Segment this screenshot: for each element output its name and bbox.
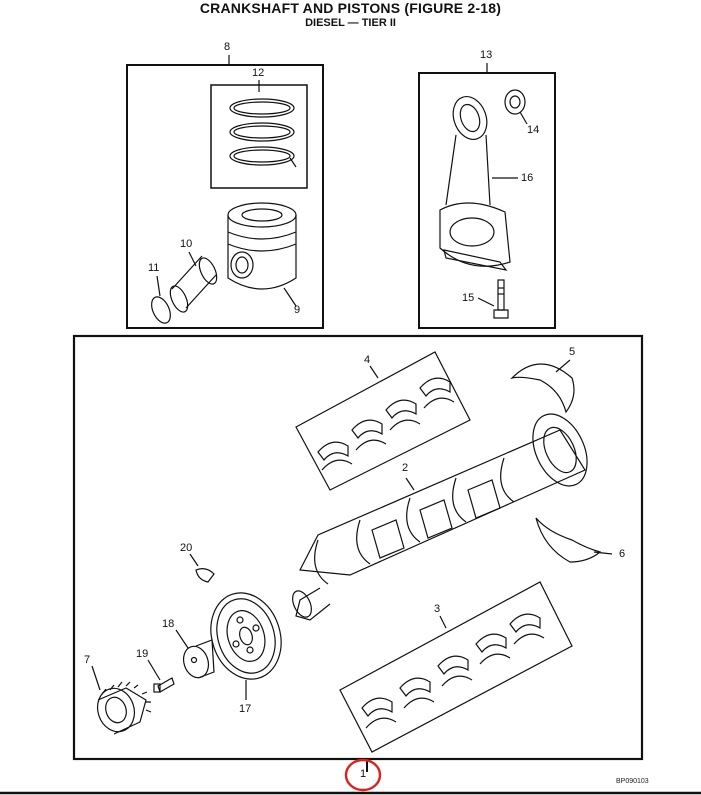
snap-ring-icon: [151, 296, 171, 324]
figure-subtitle: DIESEL — TIER II: [305, 17, 396, 29]
callout-14: 14: [527, 124, 540, 136]
rod-bushing-icon: [504, 89, 526, 115]
thrust-washer-lower-icon: [535, 517, 602, 563]
hub-icon: [182, 639, 215, 679]
callout-8: 8: [224, 41, 231, 53]
thrust-washer-upper-icon: [510, 363, 575, 414]
panel-piston-rings: [210, 84, 308, 189]
callout-10: 10: [180, 238, 193, 250]
callout-15: 15: [462, 292, 475, 304]
callout-18: 18: [162, 618, 175, 630]
callout-20: 20: [180, 542, 193, 554]
callout-5: 5: [569, 346, 576, 358]
figure-title: CRANKSHAFT AND PISTONS (FIGURE 2-18): [199, 0, 502, 16]
callout-19: 19: [136, 648, 149, 660]
callout-1: 1: [360, 768, 367, 780]
drawing-code: BP090103: [616, 778, 649, 785]
panel-piston-assembly: [126, 64, 324, 329]
damper-pulley-icon: [210, 592, 282, 680]
callout-4: 4: [364, 354, 371, 366]
piston-pin-icon: [169, 255, 218, 313]
callout-2: 2: [402, 462, 409, 474]
crankshaft-icon: [292, 413, 588, 621]
crank-gear-icon: [96, 681, 152, 735]
callout-13: 13: [480, 49, 493, 61]
main-bearings-upper-icon: [295, 351, 471, 491]
callout-12: 12: [252, 67, 265, 79]
callout-17: 17: [239, 703, 252, 715]
panel-connecting-rod: [418, 72, 556, 329]
callout-11: 11: [148, 262, 160, 274]
rod-bolt-icon: [493, 279, 509, 319]
piston-icon: [227, 202, 297, 290]
key-icon: [195, 568, 215, 583]
main-bearings-lower-icon: [339, 581, 573, 753]
callout-16: 16: [521, 172, 534, 184]
hub-bolt-icon: [153, 677, 175, 693]
callout-9: 9: [294, 304, 301, 316]
callout-3: 3: [434, 603, 441, 615]
highlight-circle-callout-1: [344, 758, 382, 792]
piston-rings-icon: [229, 98, 297, 168]
callout-6: 6: [619, 548, 626, 560]
callout-7: 7: [84, 654, 91, 666]
panel-crankshaft: [72, 334, 644, 761]
connecting-rod-icon: [439, 96, 511, 271]
